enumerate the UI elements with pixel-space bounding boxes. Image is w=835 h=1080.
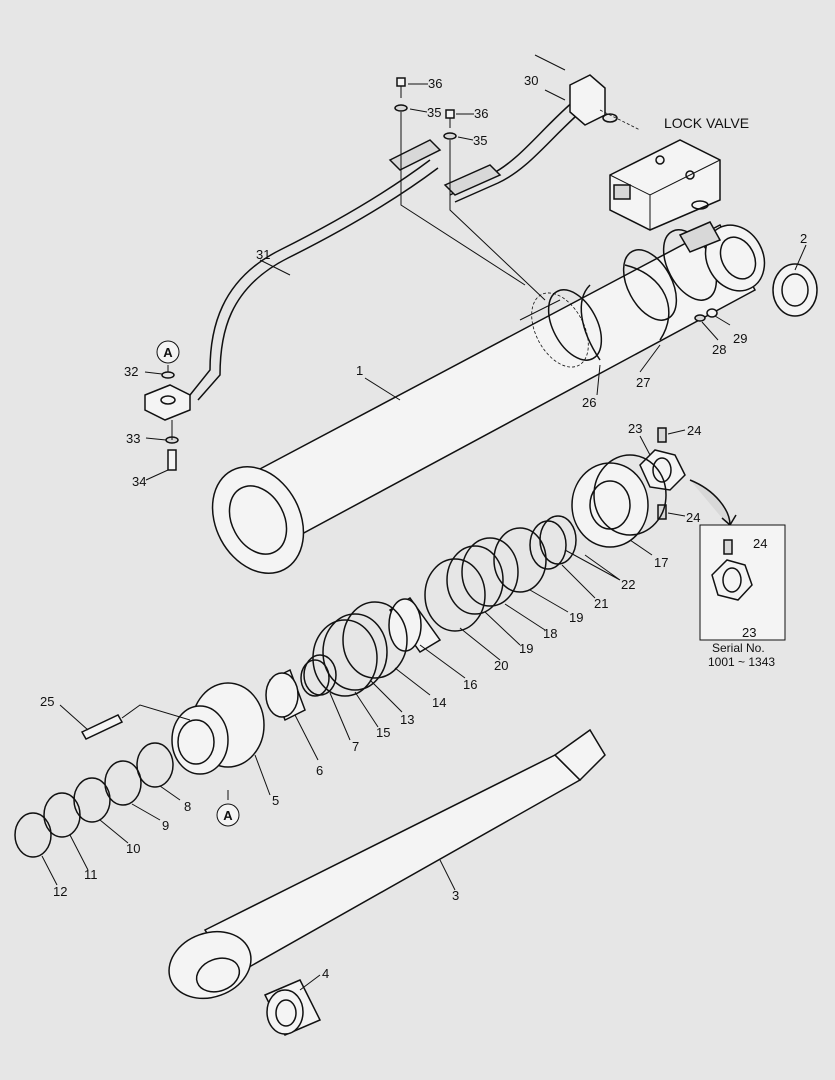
part-label-8: 8 — [184, 799, 191, 814]
part-label-7: 7 — [352, 739, 359, 754]
part-label-15: 15 — [376, 725, 390, 740]
part-label-19a: 19 — [569, 610, 583, 625]
part-label-27: 27 — [636, 375, 650, 390]
part-label-4: 4 — [322, 966, 329, 981]
inset-part-24-label: 24 — [753, 536, 767, 551]
part-label-21: 21 — [594, 596, 608, 611]
part-label-33: 33 — [126, 431, 140, 446]
part-label-2: 2 — [800, 231, 807, 246]
part-label-35a: 35 — [427, 105, 441, 120]
part-label-20: 20 — [494, 658, 508, 673]
rings-13-15 — [312, 601, 408, 697]
part-label-34: 34 — [132, 474, 146, 489]
part-label-11: 11 — [84, 867, 98, 882]
piston-nut-23 — [639, 427, 737, 527]
part-label-14: 14 — [432, 695, 446, 710]
part-label-6: 6 — [316, 763, 323, 778]
cylinder-tube — [211, 221, 766, 574]
callout-marker-label: A — [223, 808, 233, 823]
part-label-24b: 24 — [686, 510, 700, 525]
part-label-5: 5 — [272, 793, 279, 808]
serial-range: 1001 ~ 1343 — [708, 655, 775, 669]
rod-cover-5 — [80, 682, 265, 775]
callout-marker-label: A — [163, 345, 173, 360]
bushing-2 — [772, 263, 818, 317]
part-label-36b: 36 — [474, 106, 488, 121]
rings-8-12 — [14, 742, 174, 858]
part-label-24a: 24 — [687, 423, 701, 438]
pipe-31 — [144, 139, 502, 421]
part-label-35b: 35 — [473, 133, 487, 148]
part-label-17: 17 — [654, 555, 668, 570]
lock-valve-label: LOCK VALVE — [664, 115, 749, 131]
piston-17 — [571, 454, 667, 548]
part-label-13: 13 — [400, 712, 414, 727]
part-label-26: 26 — [582, 395, 596, 410]
part-label-18: 18 — [543, 626, 557, 641]
part-label-22: 22 — [621, 577, 635, 592]
serial-label: Serial No. — [712, 641, 765, 655]
lock-valve — [609, 139, 721, 231]
inset-part-23-label: 23 — [742, 625, 756, 640]
part-label-12: 12 — [53, 884, 67, 899]
callout-marker-top: A — [156, 340, 180, 364]
part-label-9: 9 — [162, 818, 169, 833]
callout-marker-bottom: A — [216, 803, 240, 827]
part-number-labels: 1 2 3 4 5 6 7 8 9 10 11 12 13 14 15 16 1… — [40, 73, 807, 981]
part-label-1: 1 — [356, 363, 363, 378]
clamps-26-27 — [580, 264, 718, 361]
bushing-4 — [263, 979, 322, 1036]
part-label-23: 23 — [628, 421, 642, 436]
bolt-34 — [161, 371, 179, 471]
bolts-36 — [394, 77, 546, 301]
part-label-29: 29 — [733, 331, 747, 346]
piston-rod-3 — [168, 728, 606, 1000]
part-label-10: 10 — [126, 841, 140, 856]
part-label-30: 30 — [524, 73, 538, 88]
part-label-36a: 36 — [428, 76, 442, 91]
part-label-28: 28 — [712, 342, 726, 357]
seal-rings — [424, 515, 577, 632]
leader-lines — [41, 83, 807, 991]
bushing-6-7 — [265, 654, 337, 722]
part-label-3: 3 — [452, 888, 459, 903]
part-label-25: 25 — [40, 694, 54, 709]
part-label-16: 16 — [463, 677, 477, 692]
cushion-16 — [388, 597, 442, 653]
part-label-32: 32 — [124, 364, 138, 379]
part-label-31: 31 — [256, 247, 270, 262]
serial-inset-box — [699, 524, 786, 641]
part-label-19b: 19 — [519, 641, 533, 656]
